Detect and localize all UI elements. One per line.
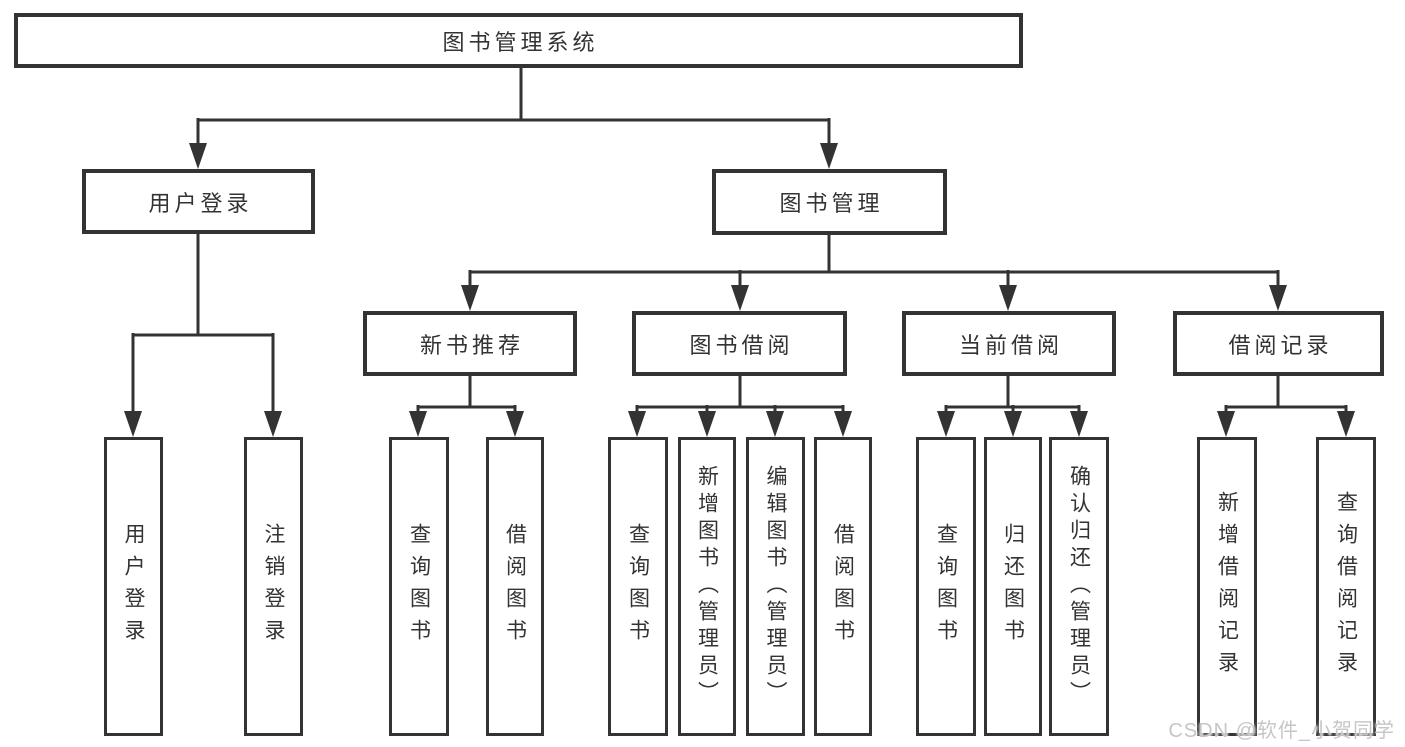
leaf-return-books: 归还图书 bbox=[984, 437, 1042, 736]
node-label: 借阅记录 bbox=[1228, 332, 1333, 358]
leaf-borrow-books: 借阅图书 bbox=[814, 437, 872, 736]
leaf-label: 归还图书 bbox=[1001, 522, 1025, 651]
node-book-management: 图书管理 bbox=[712, 169, 947, 235]
leaf-borrow-books-recommend: 借阅图书 bbox=[486, 437, 544, 736]
leaf-label: 编辑图书（管理员） bbox=[764, 465, 787, 708]
node-label: 图书管理 bbox=[779, 191, 884, 216]
leaf-query-borrow-record: 查询借阅记录 bbox=[1316, 437, 1376, 736]
node-label: 图书借阅 bbox=[689, 332, 794, 358]
leaf-add-books-admin: 新增图书（管理员） bbox=[678, 437, 736, 736]
leaf-label: 查询图书 bbox=[626, 522, 650, 651]
node-book-borrowing: 图书借阅 bbox=[632, 311, 847, 376]
leaf-label: 新增图书（管理员） bbox=[695, 465, 719, 708]
leaf-label: 注销登录 bbox=[262, 522, 285, 651]
leaf-label: 确认归还（管理员） bbox=[1067, 465, 1091, 708]
node-label: 用户登录 bbox=[148, 190, 253, 216]
leaf-query-books-borrow: 查询图书 bbox=[608, 437, 668, 736]
leaf-label: 借阅图书 bbox=[503, 522, 527, 651]
leaf-confirm-return-admin: 确认归还（管理员） bbox=[1049, 437, 1109, 736]
leaf-query-books-recommend: 查询图书 bbox=[389, 437, 449, 736]
leaf-query-books-current: 查询图书 bbox=[916, 437, 976, 736]
node-library-management-system: 图书管理系统 bbox=[14, 13, 1023, 68]
leaf-label: 用户登录 bbox=[122, 522, 145, 651]
node-label: 当前借阅 bbox=[958, 332, 1063, 358]
arrowheads bbox=[124, 143, 1355, 437]
node-user-login: 用户登录 bbox=[82, 169, 315, 234]
node-current-borrowing: 当前借阅 bbox=[902, 311, 1116, 376]
leaf-user-login: 用户登录 bbox=[104, 437, 163, 736]
leaf-logout: 注销登录 bbox=[244, 437, 303, 736]
node-label: 新书推荐 bbox=[419, 332, 524, 358]
leaf-add-borrow-record: 新增借阅记录 bbox=[1197, 437, 1257, 736]
node-borrowing-records: 借阅记录 bbox=[1173, 311, 1384, 376]
csdn-watermark: CSDN @软件_小贺同学 bbox=[1168, 720, 1395, 742]
leaf-edit-books-admin: 编辑图书（管理员） bbox=[746, 437, 805, 736]
leaf-label: 借阅图书 bbox=[831, 522, 855, 651]
leaf-label: 查询借阅记录 bbox=[1334, 490, 1358, 683]
node-label: 图书管理系统 bbox=[442, 29, 599, 55]
leaf-label: 查询图书 bbox=[934, 522, 958, 651]
leaf-label: 新增借阅记录 bbox=[1215, 490, 1239, 683]
node-new-book-recommendation: 新书推荐 bbox=[363, 311, 577, 376]
leaf-label: 查询图书 bbox=[407, 522, 431, 651]
